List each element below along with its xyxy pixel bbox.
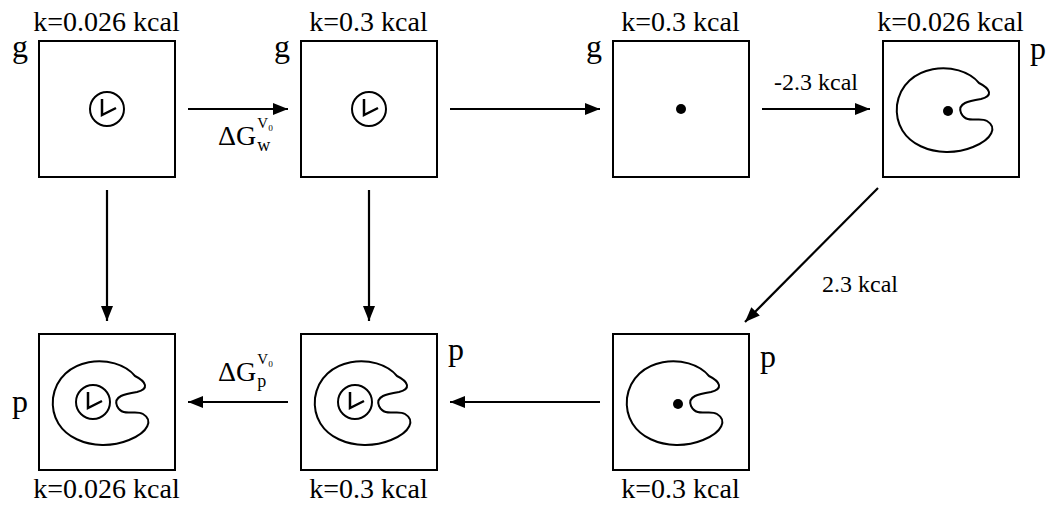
state-letter: g <box>586 30 602 62</box>
state-box: k=0.026 kcalp <box>882 40 1020 178</box>
superscript: V₀ <box>257 116 273 131</box>
superscript: V₀ <box>257 352 273 367</box>
protein-with-ligand <box>315 361 411 445</box>
state-letter: p <box>760 340 776 372</box>
state-box: k=0.3 kcalg <box>300 40 438 178</box>
energy-label: k=0.026 kcal <box>33 8 179 36</box>
protein-with-dot <box>897 68 993 152</box>
subscript: w <box>257 136 270 154</box>
ligand-symbol <box>352 92 386 126</box>
state-letter: g <box>274 30 290 62</box>
protein-with-ligand <box>53 361 149 445</box>
energy-label: k=0.026 kcal <box>33 475 179 503</box>
state-letter: p <box>448 333 464 365</box>
energy-label: k=0.3 kcal <box>621 475 739 503</box>
energy-label: k=0.3 kcal <box>309 475 427 503</box>
transition-arrow <box>368 190 370 321</box>
energy-change-label: -2.3 kcal <box>774 70 858 94</box>
transition-arrow <box>188 108 288 110</box>
ligand-symbol <box>90 92 124 126</box>
energy-change-label: 2.3 kcal <box>822 272 898 296</box>
transition-arrow <box>106 190 108 321</box>
state-box: k=0.3 kcalg <box>612 40 750 178</box>
free-energy-symbol: ΔG <box>218 122 256 150</box>
state-letter: p <box>12 385 28 417</box>
state-box: k=0.3 kcalp <box>300 333 438 471</box>
energy-label: k=0.026 kcal <box>877 8 1023 36</box>
subscript: p <box>257 372 266 390</box>
energy-label: k=0.3 kcal <box>309 8 427 36</box>
state-letter: g <box>12 30 28 62</box>
protein-with-dot <box>627 361 723 445</box>
state-box: k=0.026 kcalp <box>38 333 176 471</box>
transition-arrow <box>450 108 600 110</box>
transition-arrow <box>745 188 878 322</box>
free-energy-symbol: ΔG <box>218 358 256 386</box>
state-box: k=0.3 kcalp <box>612 333 750 471</box>
energy-label: k=0.3 kcal <box>621 8 739 36</box>
state-letter: p <box>1030 32 1046 64</box>
transition-arrow <box>450 401 600 403</box>
transition-arrow <box>188 401 288 403</box>
ligand-dot <box>676 104 686 114</box>
transition-arrow <box>762 108 870 110</box>
state-box: k=0.026 kcalg <box>38 40 176 178</box>
